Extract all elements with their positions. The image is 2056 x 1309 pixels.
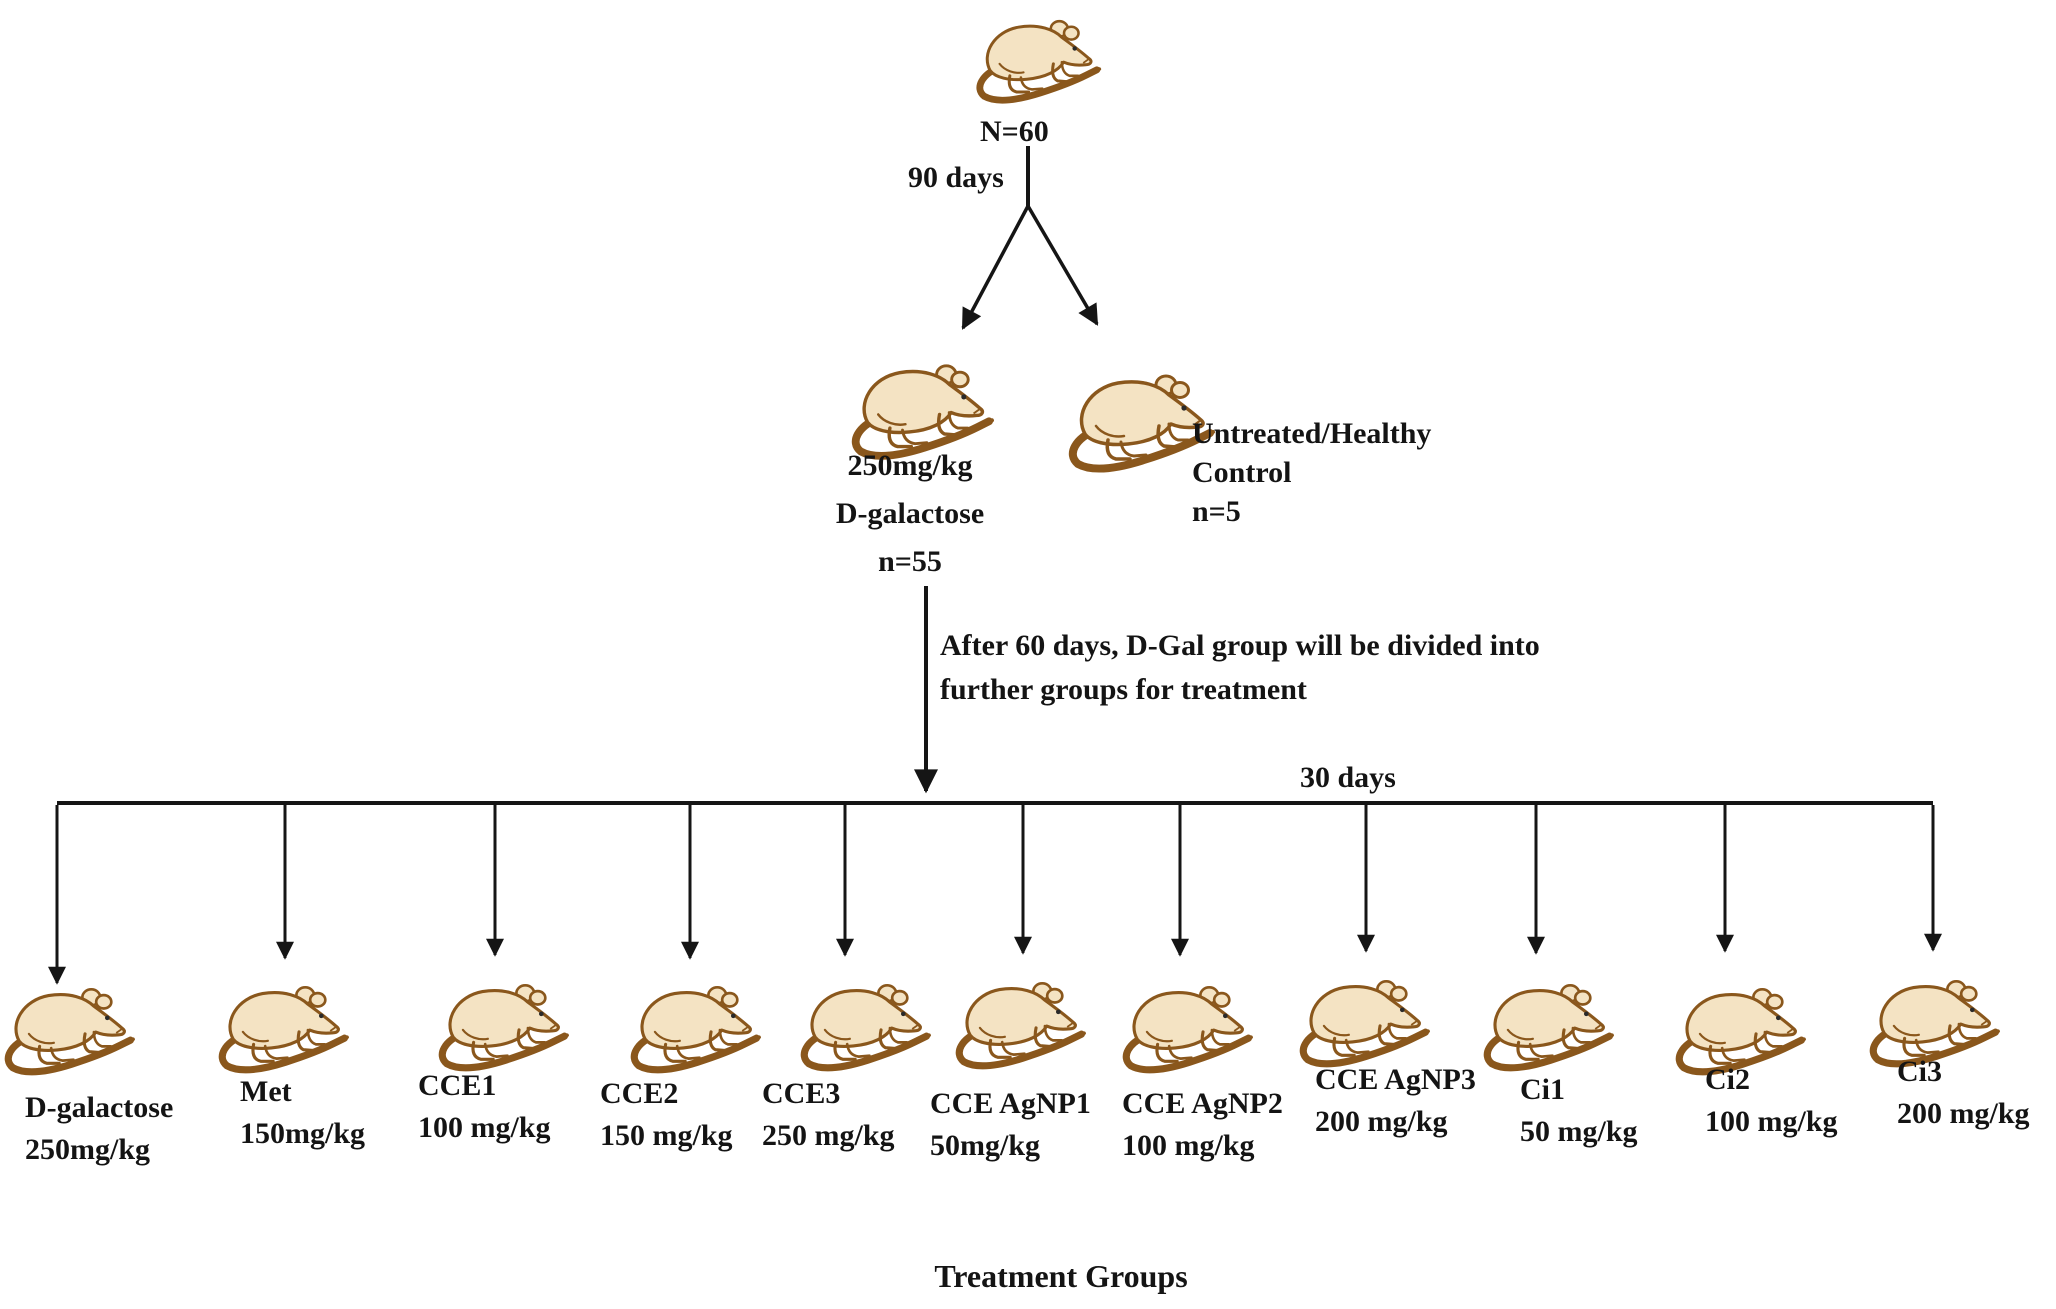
group-dose: 200 mg/kg xyxy=(1315,1105,1448,1138)
group-name: CCE AgNP1 xyxy=(930,1087,1091,1120)
rat-icon xyxy=(2,984,136,1082)
group-label-cce-agnp1: CCE AgNP1 50mg/kg xyxy=(930,1086,1091,1164)
fork-connector xyxy=(961,146,1099,330)
duration-30-days-label: 30 days xyxy=(1300,761,1396,794)
group-label-cce3: CCE3 250 mg/kg xyxy=(762,1076,895,1154)
division-note-line1: After 60 days, D-Gal group will be divid… xyxy=(940,629,1540,662)
division-note-line2: further groups for treatment xyxy=(940,673,1307,706)
group-name: Ci2 xyxy=(1705,1063,1750,1096)
rat-icon xyxy=(216,982,350,1080)
group-name: CCE1 xyxy=(418,1069,497,1102)
group-label-cce-agnp3: CCE AgNP3 200 mg/kg xyxy=(1315,1062,1476,1140)
rat-icon xyxy=(798,980,932,1078)
rat-icon xyxy=(1297,976,1431,1074)
group-label-ci2: Ci2 100 mg/kg xyxy=(1705,1062,1838,1140)
dgal-name: D-galactose xyxy=(835,497,985,530)
group-dose: 50mg/kg xyxy=(930,1129,1041,1162)
total-count-label: N=60 xyxy=(980,115,1049,148)
group-dose: 100 mg/kg xyxy=(418,1111,551,1144)
group-label-cce-agnp2: CCE AgNP2 100 mg/kg xyxy=(1122,1086,1283,1164)
group-name: Ci1 xyxy=(1520,1073,1565,1106)
group-label-ci1: Ci1 50 mg/kg xyxy=(1520,1072,1638,1150)
group-dose: 150mg/kg xyxy=(240,1117,366,1150)
dgal-dose: 250mg/kg xyxy=(847,449,973,482)
division-note: After 60 days, D-Gal group will be divid… xyxy=(940,624,1540,712)
rat-icon xyxy=(1120,982,1254,1080)
group-label-dgalactose: D-galactose 250mg/kg xyxy=(25,1090,173,1168)
rat-icon xyxy=(953,978,1087,1076)
duration-90-days-label: 90 days xyxy=(908,161,1004,194)
group-name: CCE3 xyxy=(762,1077,841,1110)
group-name: Met xyxy=(240,1075,292,1108)
group-label-met: Met 150mg/kg xyxy=(240,1074,365,1152)
group-dose: 200 mg/kg xyxy=(1897,1097,2030,1130)
control-arm-label: Untreated/Healthy Control n=5 xyxy=(1192,414,1431,531)
group-dose: 50 mg/kg xyxy=(1520,1115,1638,1148)
group-dose: 250 mg/kg xyxy=(762,1119,895,1152)
rat-icon xyxy=(1481,980,1615,1078)
group-dose: 250mg/kg xyxy=(25,1133,151,1166)
group-label-cce2: CCE2 150 mg/kg xyxy=(600,1076,733,1154)
group-dose: 100 mg/kg xyxy=(1122,1129,1255,1162)
group-name: CCE2 xyxy=(600,1077,679,1110)
group-label-cce1: CCE1 100 mg/kg xyxy=(418,1068,551,1146)
treatment-branches xyxy=(48,801,1942,985)
footer-title: Treatment Groups xyxy=(934,1258,1188,1294)
group-name: Ci3 xyxy=(1897,1055,1942,1088)
rat-icon xyxy=(436,980,570,1078)
group-label-ci3: Ci3 200 mg/kg xyxy=(1897,1054,2030,1132)
dgal-arm-label: 250mg/kg D-galactose n=55 xyxy=(818,442,1002,586)
control-line1: Untreated/Healthy xyxy=(1192,417,1432,450)
group-name: CCE AgNP3 xyxy=(1315,1063,1476,1096)
group-name: CCE AgNP2 xyxy=(1122,1087,1283,1120)
control-count: n=5 xyxy=(1192,495,1241,528)
dgal-count: n=55 xyxy=(878,545,942,578)
group-name: D-galactose xyxy=(25,1091,174,1124)
control-line2: Control xyxy=(1192,456,1292,489)
rat-icon xyxy=(974,16,1102,110)
group-dose: 150 mg/kg xyxy=(600,1119,733,1152)
rat-icon xyxy=(628,982,762,1080)
group-dose: 100 mg/kg xyxy=(1705,1105,1838,1138)
